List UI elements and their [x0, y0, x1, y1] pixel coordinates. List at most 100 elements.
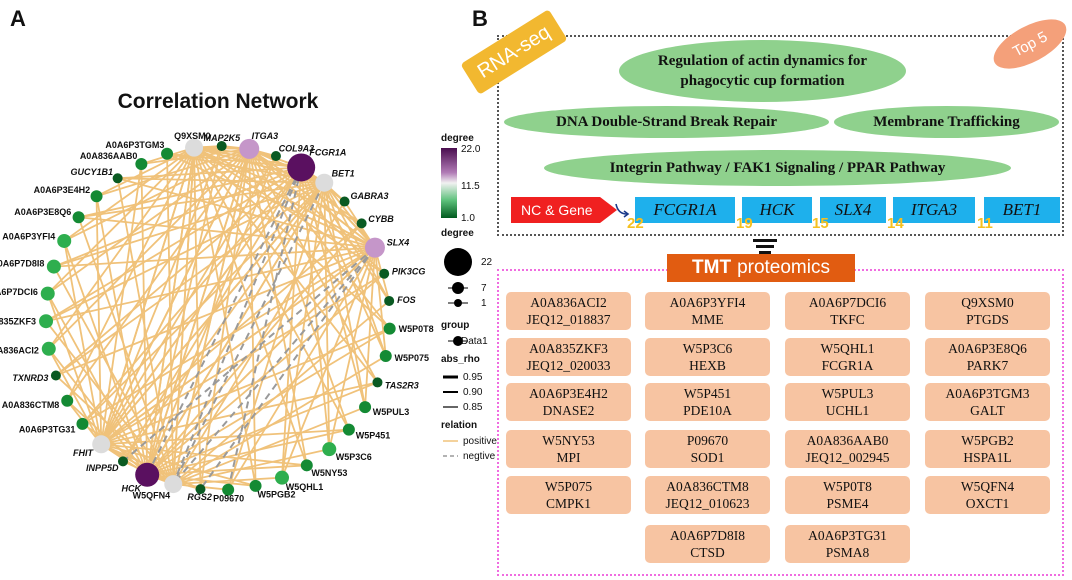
positive-edge [146, 147, 195, 475]
network-node [379, 350, 392, 363]
legend-degree-size-title: degree [441, 228, 474, 239]
proteomics-label: proteomics [737, 257, 830, 278]
protein-gene: FCGR1A [821, 358, 874, 373]
legend-degree-tick: 1.0 [461, 213, 475, 224]
positive-edge [46, 293, 103, 445]
gene-count-bet1: 11 [977, 215, 993, 232]
network-node [57, 233, 72, 248]
network-node [90, 190, 103, 203]
positive-edge [193, 146, 376, 249]
protein-accession: W5P3C6 [682, 341, 733, 356]
positive-edge [193, 147, 379, 383]
protein-gene: JEQ12_018837 [526, 312, 611, 327]
network-node-label: A0A836AAB0 [80, 151, 138, 161]
network-node-label: A0A6P3E8Q6 [14, 207, 71, 217]
negative-edge [172, 182, 326, 485]
legend-size-marker [444, 248, 472, 276]
positive-edge [193, 147, 391, 330]
network-node [41, 341, 56, 356]
protein-accession: A0A6P7D8I8 [669, 528, 745, 543]
protein-gene: PTGDS [966, 312, 1009, 327]
network-node [195, 484, 206, 495]
protein-accession: Q9XSM0 [961, 295, 1014, 310]
legend-abs-rho-tick: 0.95 [463, 372, 483, 383]
positive-edge [172, 406, 366, 485]
network-node-label: A0A6P3TG31 [19, 424, 76, 434]
positive-edge [100, 327, 391, 446]
network-node-label: RGS2 [187, 492, 212, 502]
protein-gene: GALT [970, 403, 1005, 418]
legend-group-item: Data1 [461, 336, 488, 347]
network-node [339, 196, 350, 207]
network-node [300, 459, 313, 472]
protein-gene: UCHL1 [825, 403, 870, 418]
positive-edge [193, 146, 385, 275]
network-node [364, 237, 385, 258]
positive-edge [172, 355, 387, 485]
protein-gene: CMPK1 [545, 496, 591, 511]
protein-accession: W5P451 [683, 386, 732, 401]
network-node [270, 151, 281, 162]
network-node-label: GUCY1B1 [70, 167, 113, 177]
protein-accession: A0A6P3E8Q6 [948, 341, 1027, 356]
protein-accession: A0A836AAB0 [806, 433, 889, 448]
network-node [384, 295, 395, 306]
network-node-label: BET1 [332, 168, 355, 178]
panel-label-a: A [10, 6, 26, 31]
protein-gene: DNASE2 [542, 403, 595, 418]
gene-fcgr1a: FCGR1A [635, 197, 735, 223]
legend-degree-color-title: degree [441, 133, 474, 144]
tmt-proteomics-badge: TMT proteomics [667, 254, 855, 282]
positive-edge [193, 147, 308, 466]
positive-edge [47, 348, 102, 445]
nc-gene-arrow: NC & Gene [511, 197, 617, 223]
network-node-label: INPP5D [86, 463, 119, 473]
protein-gene: HEXB [689, 358, 726, 373]
protein-accession: P09670 [686, 433, 729, 448]
protein-accession: A0A836ACI2 [530, 295, 607, 310]
network-node-label: TXNRD3 [12, 373, 48, 383]
gene-count-fcgr1a: 22 [627, 215, 644, 232]
positive-edge [100, 163, 143, 445]
network-node-label: W5P0T8 [399, 324, 434, 334]
protein-gene: PARK7 [966, 358, 1009, 373]
positive-edge [47, 147, 195, 295]
network-node-label: W5PUL3 [373, 407, 410, 417]
network-node [117, 456, 128, 467]
positive-edge [77, 216, 175, 485]
network-node [185, 138, 204, 157]
network-node [92, 435, 111, 454]
network-node [161, 147, 174, 160]
gene-hck: HCK [742, 197, 812, 223]
positive-edge [146, 246, 376, 476]
legend-abs-rho-tick: 0.85 [463, 402, 483, 413]
network-node-label: A0A6P3E4H2 [34, 185, 91, 195]
positive-edge [45, 320, 174, 485]
pathway-actin-dynamics: Regulation of actin dynamics for phagocy… [619, 40, 906, 102]
protein-accession: W5QFN4 [960, 479, 1015, 494]
pathway-dna-repair: DNA Double-Strand Break Repair [504, 106, 829, 138]
positive-edge [146, 148, 251, 476]
positive-edge [47, 148, 250, 295]
positive-edge [146, 273, 385, 476]
network-node-label: FHIT [73, 448, 94, 458]
network-node [275, 470, 290, 485]
network-node [46, 259, 61, 274]
protein-accession: W5QHL1 [820, 341, 875, 356]
legend-relation-title: relation [441, 420, 478, 431]
positive-edge [63, 146, 195, 242]
legend-size-tick: 7 [481, 283, 487, 294]
positive-edge [100, 443, 174, 485]
